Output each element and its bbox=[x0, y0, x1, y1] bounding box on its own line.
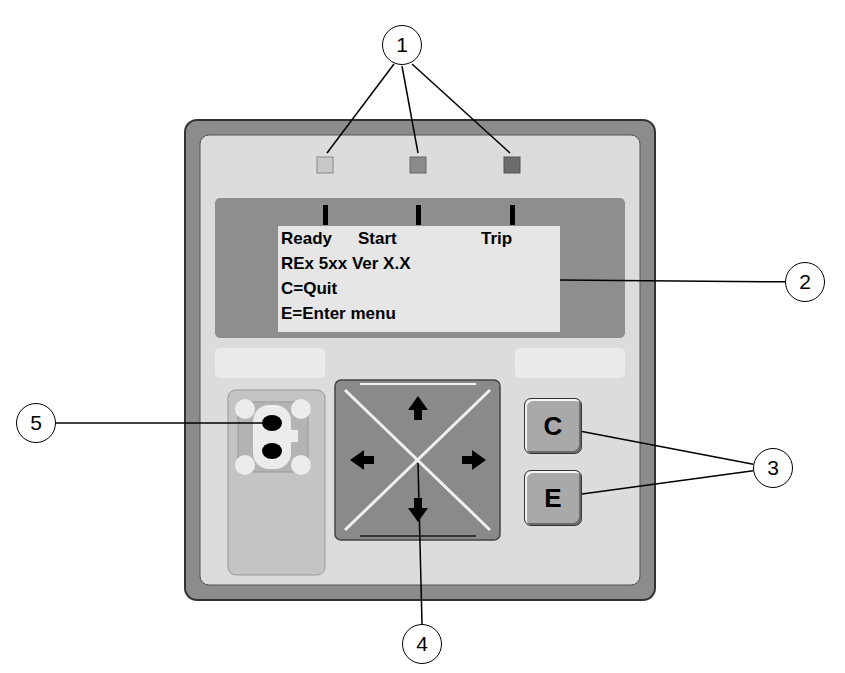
leader-line bbox=[412, 64, 510, 153]
display-text: REx 5xx Ver X.X bbox=[281, 254, 410, 274]
arrow-keypad bbox=[335, 380, 500, 540]
leader-line bbox=[327, 64, 394, 153]
display-band bbox=[215, 198, 625, 338]
led-start bbox=[410, 157, 426, 173]
label-strip bbox=[215, 348, 325, 378]
port-panel bbox=[228, 390, 325, 575]
callout-label: 2 bbox=[799, 270, 811, 294]
leader-line bbox=[582, 471, 753, 494]
leader-line bbox=[418, 463, 422, 624]
display-text: Ready bbox=[281, 229, 332, 249]
led-tick bbox=[416, 205, 421, 225]
label-strip bbox=[515, 348, 625, 378]
callout-number: 4 bbox=[402, 624, 442, 664]
callout-label: 4 bbox=[416, 632, 428, 656]
led-trip bbox=[504, 157, 520, 173]
lcd-display: Ready Start TripREx 5xx Ver X.X C=QuitE=Ent… bbox=[278, 226, 560, 332]
led-ready bbox=[317, 157, 333, 173]
callout-label: 3 bbox=[767, 456, 779, 480]
callout-label: 5 bbox=[30, 411, 42, 435]
leader-line bbox=[56, 422, 266, 424]
optical-port bbox=[235, 399, 311, 475]
callout-number: 1 bbox=[382, 25, 422, 65]
callout-number: 3 bbox=[753, 448, 793, 488]
led-tick bbox=[510, 205, 515, 225]
display-text: Start bbox=[358, 229, 397, 249]
leader-line bbox=[402, 66, 418, 153]
callout-label: 1 bbox=[396, 33, 408, 57]
callout-number: 5 bbox=[16, 403, 56, 443]
enter-button: E bbox=[524, 470, 582, 526]
display-text: Trip bbox=[481, 229, 512, 249]
clear-button: C bbox=[524, 398, 582, 454]
callout-number: 2 bbox=[785, 262, 825, 302]
display-text: C=Quit bbox=[281, 279, 337, 299]
led-tick bbox=[323, 205, 328, 225]
display-text: E=Enter menu bbox=[281, 304, 396, 324]
button-label: C bbox=[544, 411, 563, 442]
leader-line bbox=[582, 432, 753, 465]
button-label: E bbox=[544, 483, 561, 514]
leader-line bbox=[560, 280, 785, 282]
